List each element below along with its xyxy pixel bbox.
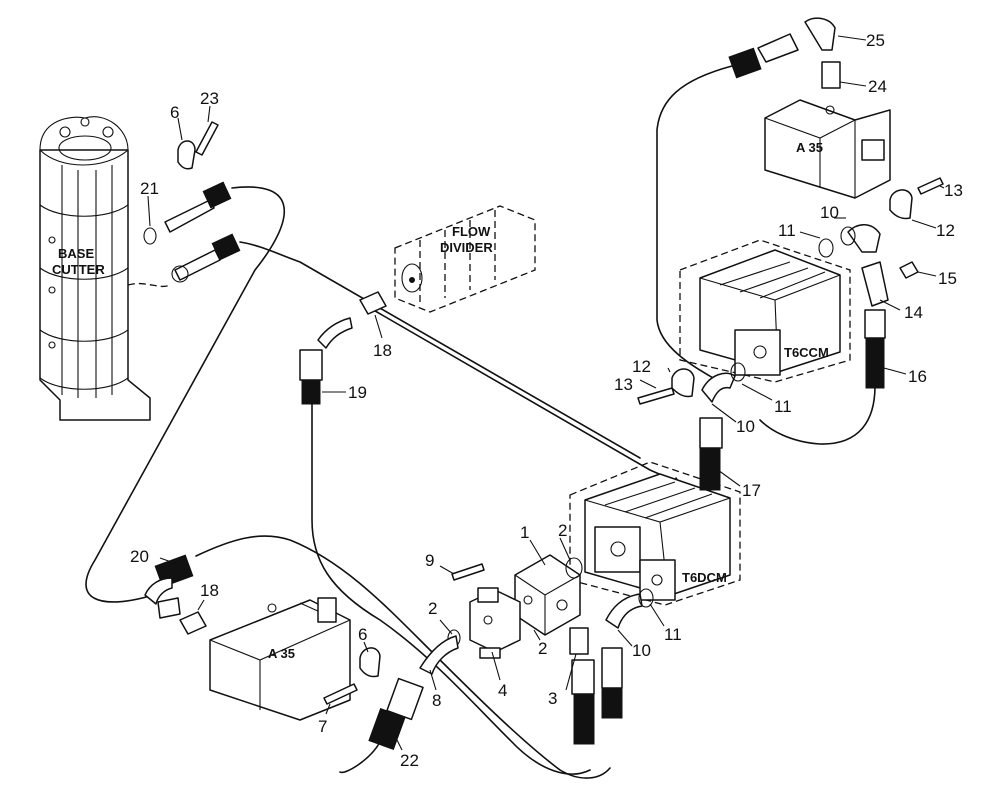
hose-20-line bbox=[85, 186, 285, 603]
callout-6-lower: 6 bbox=[358, 625, 367, 644]
callout-20: 20 bbox=[130, 547, 149, 566]
hose-base-to-pump-line bbox=[239, 241, 641, 459]
callout-21: 21 bbox=[140, 179, 159, 198]
callout-16: 16 bbox=[908, 367, 927, 386]
flow-divider-label-1: FLOW bbox=[452, 224, 491, 239]
callout-10-lower: 10 bbox=[632, 641, 651, 660]
hose-lines bbox=[85, 65, 876, 779]
callout-12-mid: 12 bbox=[632, 357, 651, 376]
callout-15: 15 bbox=[938, 269, 957, 288]
callout-1: 1 bbox=[520, 523, 529, 542]
callout-13-upper: 13 bbox=[944, 181, 963, 200]
callout-3: 3 bbox=[548, 689, 557, 708]
pump-t6dcm: T6DCM bbox=[569, 461, 741, 606]
base-cutter: BASE CUTTER bbox=[39, 116, 171, 421]
base-cutter-label-2: CUTTER bbox=[52, 262, 105, 277]
hose-22-tail bbox=[339, 741, 381, 774]
callout-23: 23 bbox=[200, 89, 219, 108]
flow-divider: FLOW DIVIDER bbox=[394, 205, 536, 313]
callout-17: 17 bbox=[742, 481, 761, 500]
valve-upper-label: A 35 bbox=[796, 140, 823, 155]
flow-divider-label-2: DIVIDER bbox=[440, 240, 493, 255]
callout-4: 4 bbox=[498, 681, 507, 700]
callout-2-left: 2 bbox=[428, 599, 437, 618]
pump-t6ccm-label: T6CCM bbox=[784, 345, 829, 360]
callout-12-upper: 12 bbox=[936, 221, 955, 240]
callout-9: 9 bbox=[425, 551, 434, 570]
callout-7: 7 bbox=[318, 717, 327, 736]
callout-18-upper: 18 bbox=[373, 341, 392, 360]
callout-8: 8 bbox=[432, 691, 441, 710]
hose-22-line bbox=[195, 535, 611, 779]
callout-6-upper: 6 bbox=[170, 103, 179, 122]
callout-11-mid: 11 bbox=[774, 397, 792, 416]
valve-block-1 bbox=[514, 554, 581, 636]
callout-19: 19 bbox=[348, 383, 367, 402]
valve-a35-lower: A 35 bbox=[209, 597, 351, 721]
callout-10-mid: 10 bbox=[736, 417, 755, 436]
callout-25: 25 bbox=[866, 31, 885, 50]
base-cutter-label-1: BASE bbox=[58, 246, 94, 261]
callout-11-upper: 11 bbox=[778, 221, 796, 240]
callout-10-upper: 10 bbox=[820, 203, 839, 222]
hose-25-line bbox=[656, 65, 733, 383]
pump-t6dcm-label: T6DCM bbox=[682, 570, 727, 585]
hose-16-line bbox=[759, 385, 876, 445]
callout-2-upper: 2 bbox=[558, 521, 567, 540]
valve-lower-label: A 35 bbox=[268, 646, 295, 661]
valve-4 bbox=[469, 587, 521, 659]
callout-2-right: 2 bbox=[538, 639, 547, 658]
fittings bbox=[143, 17, 944, 751]
callout-24: 24 bbox=[868, 77, 887, 96]
valve-a35-upper: A 35 bbox=[764, 99, 891, 199]
pump-t6ccm: T6CCM bbox=[679, 239, 851, 383]
callout-14: 14 bbox=[904, 303, 923, 322]
callout-11-lower: 11 bbox=[664, 625, 682, 644]
callout-labels: 23 6 21 18 19 25 24 13 12 10 11 15 14 16… bbox=[130, 31, 963, 770]
callout-18-lower: 18 bbox=[200, 581, 219, 600]
callout-22: 22 bbox=[400, 751, 419, 770]
leader-lines bbox=[147, 35, 945, 751]
callout-13-mid: 13 bbox=[614, 375, 633, 394]
